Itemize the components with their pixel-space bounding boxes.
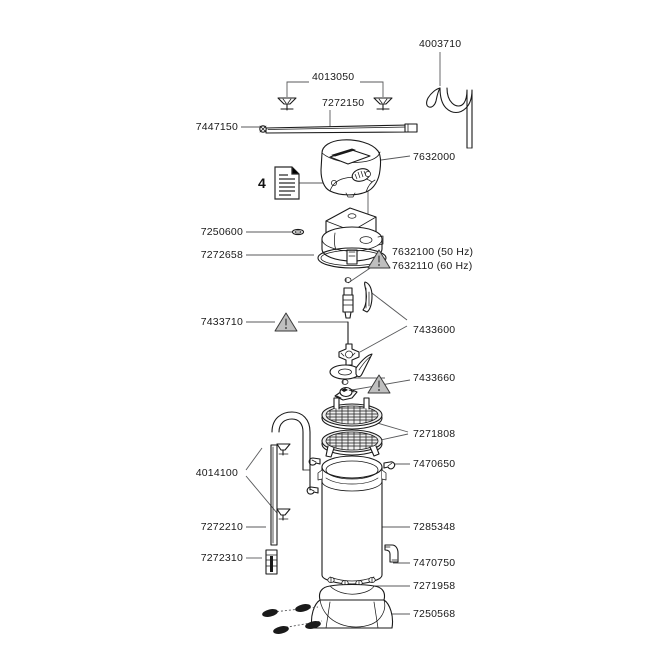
part-canister-lug-left	[317, 469, 323, 481]
warning-icon-rotor	[367, 249, 391, 269]
part-pipe-clip-upper	[276, 443, 291, 456]
part-tube-end-cap	[259, 125, 267, 133]
part-hose-hook	[426, 87, 473, 149]
part-suction-cup-left	[277, 97, 297, 111]
label-impeller-set: 7433600	[413, 324, 456, 336]
label-pipe-long: 7272210	[200, 521, 243, 533]
leader-lines	[241, 52, 441, 615]
part-canister-lug-right	[381, 469, 387, 481]
part-suction-cup-right	[373, 97, 393, 111]
label-suction-cups: 4013050	[312, 71, 355, 83]
note-marker-number: 4	[258, 175, 266, 191]
part-canister-body	[321, 455, 383, 585]
part-rotor	[342, 277, 354, 353]
warning-icon-shaft	[274, 312, 298, 332]
warning-icon-bearing	[367, 374, 391, 394]
label-shaft-warning: 7433710	[200, 316, 243, 328]
part-intake-pipe-u	[271, 411, 311, 491]
part-pipe-fitting	[265, 549, 278, 575]
part-pipe-clip-lower	[276, 508, 291, 521]
part-intake-pipe-long	[270, 444, 278, 546]
label-filter-screens: 7271808	[413, 428, 456, 440]
document-icon	[274, 166, 300, 200]
label-rotor-50hz: 7632100 (50 Hz)	[392, 246, 474, 258]
label-tube-end-cap: 7447150	[195, 121, 238, 133]
part-filter-screen-upper	[321, 397, 383, 430]
label-glass-tube: 7272150	[322, 97, 365, 109]
label-hose-hook: 4003710	[419, 38, 462, 50]
part-motor-cover	[320, 139, 382, 198]
part-base-feet	[262, 604, 323, 634]
part-bearing-cap	[334, 386, 358, 401]
label-oring-small: 7250600	[200, 226, 243, 238]
part-clip-upper-left	[308, 457, 321, 466]
label-hose-connector-lower: 7470750	[413, 557, 456, 569]
label-canister-body: 7285348	[413, 521, 456, 533]
label-hose-connector-upper: 7470650	[413, 458, 456, 470]
part-pump-housing	[321, 207, 384, 265]
part-clip-right	[383, 461, 396, 470]
part-bearing-oring	[341, 379, 349, 385]
part-impeller-disc	[329, 353, 373, 380]
label-bearing-cap: 7433660	[413, 372, 456, 384]
part-glass-tube	[265, 123, 418, 134]
label-base-foot: 7250568	[413, 608, 456, 620]
label-pipe-fitting: 7272310	[200, 552, 243, 564]
part-base-foot	[310, 583, 394, 629]
part-hose-connector-lower	[384, 544, 399, 563]
label-sealing-ring: 7272658	[200, 249, 243, 261]
label-clip-set: 7271958	[413, 580, 456, 592]
part-impeller-hub	[338, 343, 360, 366]
label-motor-cover: 7632000	[413, 151, 456, 163]
part-impeller-blade	[362, 281, 373, 313]
part-clip-lower-left	[306, 486, 319, 495]
label-intake-pipe-set: 4014100	[195, 467, 238, 479]
part-filter-screen-lower	[321, 429, 383, 458]
part-oring-small	[291, 228, 305, 236]
label-rotor-60hz: 7632110 (60 Hz)	[392, 260, 473, 272]
